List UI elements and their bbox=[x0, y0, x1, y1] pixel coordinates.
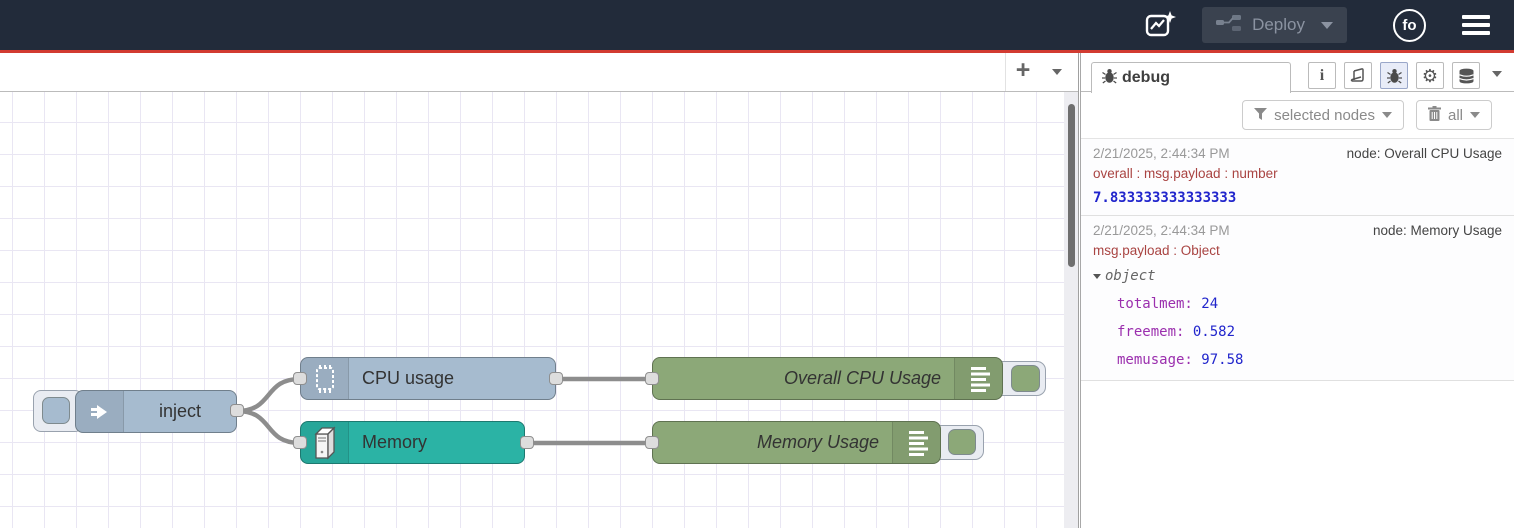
add-flow-button[interactable]: + bbox=[1015, 56, 1031, 84]
gear-icon[interactable]: ⚙ bbox=[1416, 62, 1444, 89]
canvas-scrollbar-thumb[interactable] bbox=[1068, 104, 1075, 267]
flow-wires bbox=[234, 376, 655, 446]
field-key: totalmem: bbox=[1117, 296, 1193, 312]
info-icon[interactable]: i bbox=[1308, 62, 1336, 89]
memory-output-port[interactable] bbox=[520, 436, 534, 449]
object-label[interactable]: object bbox=[1105, 268, 1156, 284]
sidebar-menu-caret-icon[interactable] bbox=[1492, 71, 1502, 77]
filter-nodes-button[interactable]: selected nodes bbox=[1242, 100, 1404, 130]
wire-inject-memory[interactable] bbox=[234, 408, 303, 446]
node-cpu-usage[interactable]: CPU usage bbox=[300, 357, 556, 400]
message-node-name: node: Overall CPU Usage bbox=[1346, 146, 1502, 161]
node-label: Overall CPU Usage bbox=[783, 368, 941, 388]
node-label: Memory Usage bbox=[756, 432, 879, 452]
field-key: memusage: bbox=[1117, 352, 1193, 368]
flow-canvas[interactable]: inject CPU usage bbox=[0, 92, 1078, 528]
flow-snapshot-icon[interactable] bbox=[1144, 10, 1177, 40]
node-label: CPU usage bbox=[362, 368, 455, 388]
debug-message[interactable]: 2/21/2025, 2:44:34 PM node: Memory Usage… bbox=[1081, 216, 1514, 381]
inject-icon bbox=[76, 391, 124, 432]
collapse-caret-icon[interactable] bbox=[1093, 273, 1101, 279]
deploy-label: Deploy bbox=[1252, 15, 1305, 34]
field-value: 24 bbox=[1201, 296, 1219, 312]
workspace: + inje bbox=[0, 53, 1079, 528]
flow-list-button[interactable] bbox=[1040, 53, 1074, 91]
deploy-caret-icon[interactable] bbox=[1321, 21, 1333, 29]
debug-sidebar: debug i bbox=[1080, 53, 1514, 528]
message-timestamp: 2/21/2025, 2:44:34 PM bbox=[1093, 223, 1230, 238]
funnel-icon bbox=[1254, 107, 1268, 124]
field-value: 97.58 bbox=[1201, 352, 1244, 368]
memory-input-port[interactable] bbox=[293, 436, 307, 449]
field-value: 0.582 bbox=[1192, 324, 1236, 340]
trash-icon bbox=[1427, 105, 1441, 125]
debug-filter-row: selected nodes all bbox=[1081, 92, 1514, 139]
inject-output-port[interactable] bbox=[230, 404, 244, 417]
cpu-chip-icon bbox=[301, 358, 349, 399]
deploy-icon bbox=[1216, 14, 1242, 37]
node-overall-cpu-usage[interactable]: Overall CPU Usage bbox=[652, 357, 1003, 400]
field-key: freemem: bbox=[1117, 324, 1185, 340]
message-value: 7.833333333333333 bbox=[1093, 190, 1237, 206]
debug-list-icon bbox=[892, 422, 940, 463]
tab-debug-label: debug bbox=[1122, 69, 1170, 86]
flow-tab-bar: + bbox=[0, 53, 1078, 92]
inject-trigger-button[interactable] bbox=[42, 397, 70, 424]
object-field: memusage: 97.58 bbox=[1093, 352, 1502, 368]
tab-debug[interactable]: debug bbox=[1091, 62, 1291, 93]
node-memory-usage[interactable]: Memory Usage bbox=[652, 421, 941, 464]
node-memory[interactable]: Memory bbox=[300, 421, 525, 464]
object-field: totalmem: 24 bbox=[1093, 296, 1502, 312]
bug-icon bbox=[1102, 68, 1117, 89]
message-property: overall : msg.payload : number bbox=[1093, 166, 1278, 181]
cpu-input-port[interactable] bbox=[293, 372, 307, 385]
computer-tower-icon bbox=[301, 422, 349, 463]
filter-label: selected nodes bbox=[1274, 106, 1375, 124]
help-book-icon[interactable] bbox=[1344, 62, 1372, 89]
message-node-name: node: Memory Usage bbox=[1372, 223, 1502, 238]
debug-toggle-button[interactable] bbox=[1011, 365, 1040, 392]
user-avatar[interactable]: fo bbox=[1393, 8, 1426, 42]
clear-label: all bbox=[1447, 106, 1463, 124]
node-label: inject bbox=[158, 401, 202, 421]
overall-input-port[interactable] bbox=[645, 372, 659, 385]
memusage-input-port[interactable] bbox=[645, 436, 659, 449]
message-property: msg.payload : Object bbox=[1093, 243, 1220, 258]
sidebar-tab-row: debug i bbox=[1081, 53, 1514, 93]
debug-panel-icon[interactable] bbox=[1380, 62, 1408, 89]
node-label: Memory bbox=[362, 432, 428, 452]
cpu-output-port[interactable] bbox=[549, 372, 563, 385]
wire-inject-cpu[interactable] bbox=[234, 376, 303, 414]
debug-message-list: 2/21/2025, 2:44:34 PM node: Overall CPU … bbox=[1081, 139, 1514, 381]
debug-toggle-button[interactable] bbox=[948, 429, 976, 455]
clear-messages-button[interactable]: all bbox=[1415, 100, 1492, 130]
deploy-button[interactable]: Deploy bbox=[1202, 7, 1347, 43]
context-data-icon[interactable] bbox=[1452, 62, 1480, 89]
header-accent-line bbox=[0, 50, 1514, 53]
debug-list-icon bbox=[954, 358, 1002, 399]
canvas-scrollbar-track[interactable] bbox=[1064, 92, 1078, 528]
debug-message[interactable]: 2/21/2025, 2:44:34 PM node: Overall CPU … bbox=[1081, 139, 1514, 216]
node-inject[interactable]: inject bbox=[75, 390, 237, 433]
main-menu-icon[interactable] bbox=[1462, 15, 1490, 35]
message-timestamp: 2/21/2025, 2:44:34 PM bbox=[1093, 146, 1230, 161]
header-bar: Deploy fo bbox=[0, 0, 1514, 50]
object-field: freemem: 0.582 bbox=[1093, 324, 1502, 340]
